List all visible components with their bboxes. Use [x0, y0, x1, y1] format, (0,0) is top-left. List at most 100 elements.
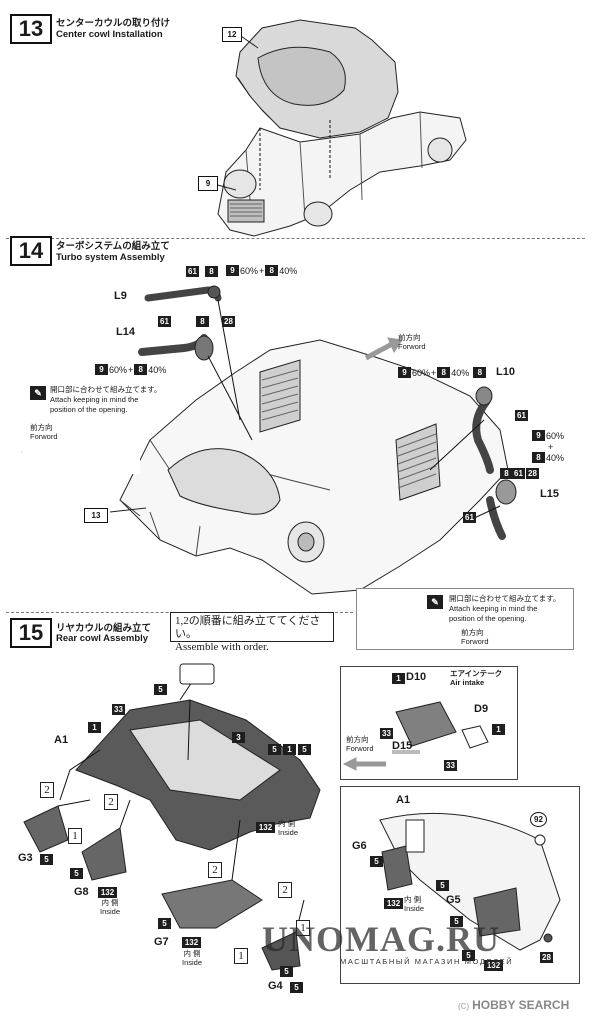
- tag-5-top: 5: [154, 684, 167, 695]
- tag-33-a: 33: [112, 704, 125, 715]
- tag-5-g6b: 5: [436, 880, 449, 891]
- part-9-tag: 9: [198, 176, 218, 191]
- order-1-c: 1: [296, 920, 310, 936]
- step-13-number: 13: [10, 14, 52, 44]
- tag-9-ratio-d: 9: [532, 430, 545, 441]
- tag-5-g8: 5: [70, 868, 83, 879]
- tag-33-e: 33: [444, 760, 457, 771]
- tag-8-ratio-a: 8: [265, 265, 279, 276]
- callout-left-jp: 開口部に合わせて組み立てます。: [50, 385, 162, 394]
- watermark-logo: UNOMAG.RU: [262, 919, 500, 959]
- tag-1-b: 1: [283, 744, 296, 755]
- tag-61-f: 61: [463, 512, 476, 523]
- g6-g5-box: [340, 786, 580, 984]
- callout-left-en1: Attach keeping in mind the: [50, 395, 139, 404]
- air-intake-shape: [395, 701, 457, 747]
- tag-5-c: 5: [298, 744, 311, 755]
- callout-opening-left: ✎ 開口部に合わせて組み立てます。 Attach keeping in mind…: [22, 382, 161, 474]
- label-g4: G4: [268, 980, 283, 992]
- order-2-a: 2: [40, 782, 54, 798]
- step-13-title-jp: センターカウルの取り付け: [56, 18, 171, 29]
- tag-9-ratio-b: 9: [95, 364, 108, 375]
- label-g3: G3: [18, 852, 33, 864]
- tag-3-a: 3: [232, 732, 245, 743]
- label-l10: L10: [496, 366, 515, 378]
- tag-8-a: 8: [205, 266, 218, 277]
- tag-8-ratio-d: 8: [532, 452, 545, 463]
- tag-132-g7: 132: [182, 937, 201, 948]
- step-14-title-jp: ターボシステムの組み立て: [56, 241, 170, 252]
- part-g7-shape: [161, 879, 263, 929]
- step-14-number: 14: [10, 236, 52, 266]
- tag-8-ratio-c: 8: [437, 367, 451, 378]
- tag-61-b: 61: [158, 316, 171, 327]
- callout-right-en2: position of the opening.: [449, 614, 527, 623]
- tag-132-g6: 132: [384, 898, 403, 909]
- tag-9-ratio-c: 9: [398, 367, 411, 378]
- tag-5-g7: 5: [158, 918, 171, 929]
- watermark-subtitle: МАСШТАБНЫЙ МАГАЗИН МОДЕЛЕЙ: [340, 957, 514, 966]
- part-g3-shape: [23, 805, 69, 853]
- tag-1-d9: 1: [492, 724, 505, 735]
- tag-61-e: 61: [512, 468, 525, 479]
- assembly-order-note: 1,2の順番に組み立ててください。 Assemble with order.: [170, 612, 334, 653]
- order-2-b: 2: [104, 794, 118, 810]
- pen-icon-2: ✎: [427, 595, 443, 609]
- label-d10: D10: [406, 671, 427, 683]
- label-g7: G7: [154, 936, 169, 948]
- label-a1-b: A1: [396, 794, 411, 806]
- pipe-l9: [144, 286, 222, 302]
- plus-d: +: [548, 442, 554, 452]
- tag-8-c2: 8: [473, 367, 487, 378]
- tag-1-d10: 1: [392, 673, 405, 684]
- footer-brand: (C)HOBBY SEARCH: [458, 998, 570, 1012]
- air-intake-box: [340, 666, 518, 780]
- callout-opening-right: ✎ 開口部に合わせて組み立てます。 Attach keeping in mind…: [356, 588, 574, 650]
- step-13-title-en: Center cowl Installation: [56, 29, 163, 40]
- order-2-d: 2: [278, 882, 292, 898]
- step-15-title-jp: リヤカウルの組み立て: [56, 623, 152, 634]
- tag-5-g5: 5: [450, 916, 463, 927]
- tag-132-g8: 132: [98, 887, 117, 898]
- part-13-tag: 13: [84, 508, 108, 523]
- label-l9: L9: [114, 290, 127, 302]
- part-g8-shape: [81, 827, 127, 881]
- callout-right-en1: Attach keeping in mind the: [449, 604, 538, 613]
- callout-right-jp: 開口部に合わせて組み立てます。: [449, 594, 561, 603]
- tag-5-g4: 5: [280, 966, 293, 977]
- order-2-c: 2: [208, 862, 222, 878]
- tag-8-e: 8: [500, 468, 513, 479]
- tag-5-g6: 5: [370, 856, 383, 867]
- label-d9: D9: [474, 703, 489, 715]
- tag-8-ratio-b: 8: [134, 364, 148, 375]
- label-g5: G5: [446, 894, 461, 906]
- label-g8: G8: [74, 886, 89, 898]
- tag-9-ratio-a: 9: [226, 265, 239, 276]
- step-15-number: 15: [10, 618, 52, 648]
- divider-13-14: [6, 238, 585, 239]
- pipe-l15: [486, 496, 506, 540]
- step-14-title-en: Turbo system Assembly: [56, 252, 165, 263]
- tag-5-b: 5: [268, 744, 281, 755]
- part-g4-shape: [261, 931, 301, 971]
- part-12-tag: 12: [222, 27, 242, 42]
- tag-33-d: 33: [380, 728, 393, 739]
- step-15-title-en: Rear cowl Assembly: [56, 633, 149, 644]
- tag-28-e: 28: [526, 468, 539, 479]
- order-1-b: 1: [234, 948, 248, 964]
- tag-61-a: 61: [186, 266, 199, 277]
- tag-28-g5: 28: [540, 952, 553, 963]
- tag-8-b: 8: [196, 316, 209, 327]
